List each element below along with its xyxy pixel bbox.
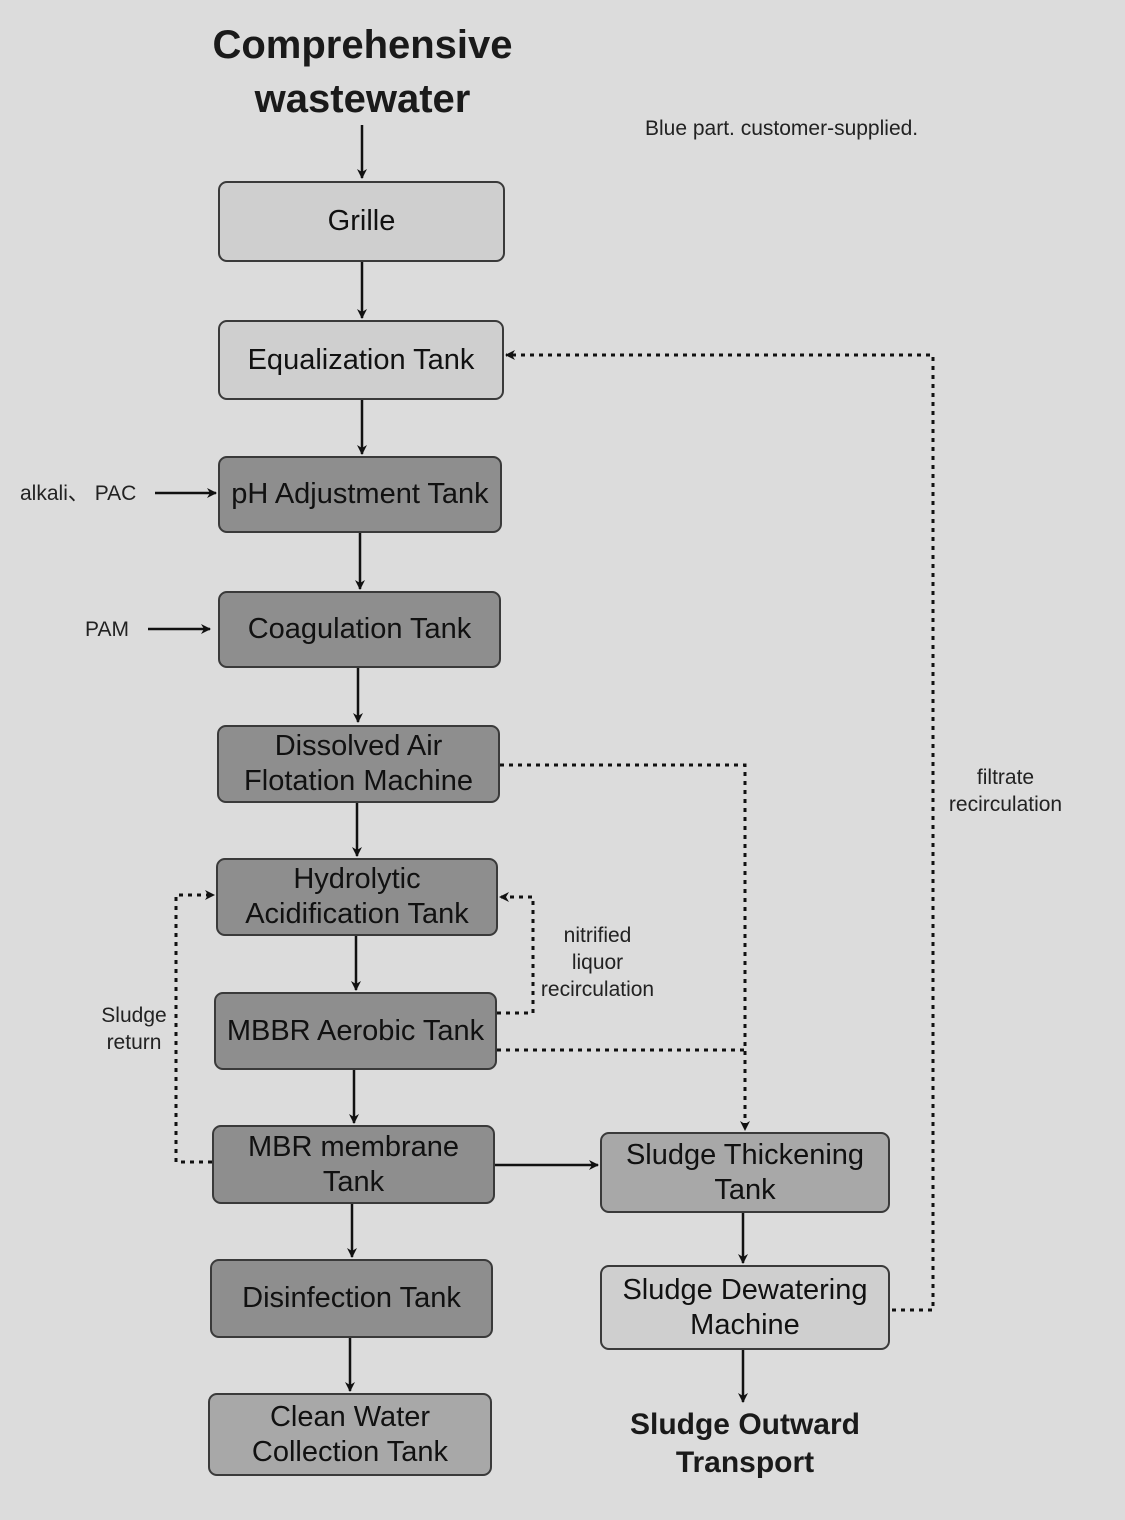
sludge-outward-transport-label: Sludge Outward Transport [629, 1408, 860, 1479]
filtrate-recirculation-line [505, 350, 935, 1312]
sludge-return-label: Sludge return [101, 1004, 167, 1054]
nitrified-recirculation-label: nitrified liquor recirculation [540, 924, 655, 1001]
coagulation-tank-box: Coagulation Tank [218, 591, 501, 668]
nitrified-recirculation-line [497, 892, 535, 1015]
sludge-return-line [174, 890, 215, 1164]
sludge-dewatering-machine-box: Sludge Dewatering Machine [600, 1265, 890, 1350]
hydrolytic-tank-box: Hydrolytic Acidification Tank [216, 858, 498, 936]
legend-note: Blue part. customer-supplied. [645, 117, 919, 140]
equalization-tank-box: Equalization Tank [218, 320, 504, 400]
sludge-thickening-tank-box: Sludge Thickening Tank [600, 1132, 890, 1213]
disinfection-tank-box: Disinfection Tank [210, 1259, 493, 1338]
clean-water-tank-box: Clean Water Collection Tank [208, 1393, 492, 1476]
ph-adjustment-tank-box: pH Adjustment Tank [218, 456, 502, 533]
daf-sludge-line [500, 763, 750, 1131]
filtrate-recirculation-label: filtrate recirculation [948, 766, 1063, 816]
daf-machine-box: Dissolved Air Flotation Machine [217, 725, 500, 803]
mbr-tank-box: MBR membrane Tank [212, 1125, 495, 1204]
mbbr-tank-box: MBBR Aerobic Tank [214, 992, 497, 1070]
ph-input-label: alkali、 PAC [20, 482, 137, 505]
grille-box: Grille [218, 181, 505, 262]
coagulation-input-label: PAM [85, 618, 129, 641]
diagram-title: Comprehensive wastewater [212, 23, 513, 121]
